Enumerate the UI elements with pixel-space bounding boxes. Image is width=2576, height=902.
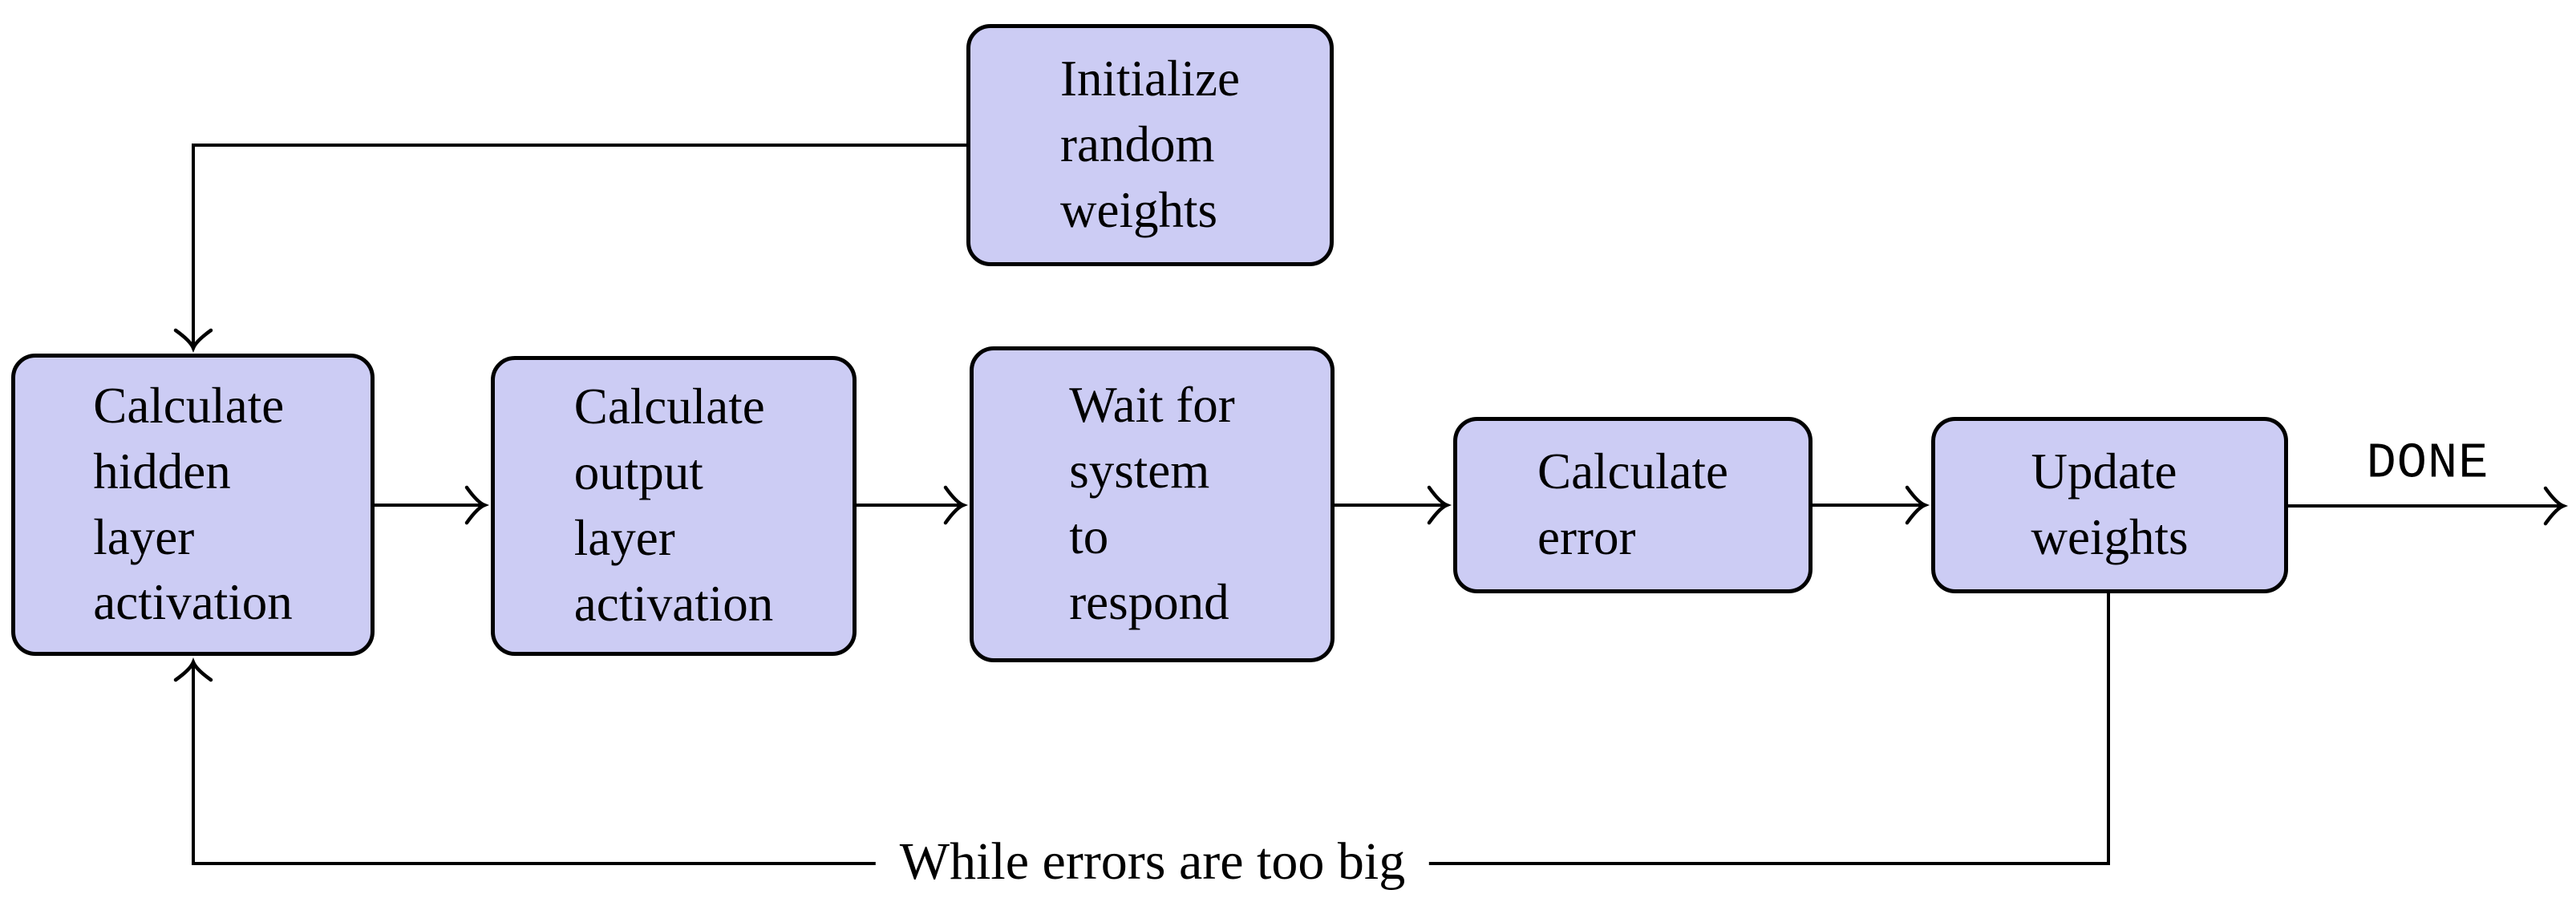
node-update-weights: Update weights [1931, 417, 2288, 593]
node-wait-for-system-to-respond: Wait for system to respond [970, 346, 1335, 662]
node-label: Update weights [2031, 443, 2189, 565]
node-label: Wait for system to respond [1069, 377, 1235, 630]
node-label: Initialize random weights [1060, 51, 1240, 238]
edge-label-while-errors-too-big: While errors are too big [875, 831, 1430, 892]
edge-init-to-hidden [173, 144, 970, 354]
node-calculate-hidden-layer-activation: Calculate hidden layer activation [11, 354, 375, 656]
node-calculate-output-layer-activation: Calculate output layer activation [491, 356, 857, 656]
node-calculate-error: Calculate error [1453, 417, 1813, 593]
node-initialize-random-weights: Initialize random weights [966, 24, 1334, 266]
node-label: Calculate output layer activation [573, 378, 774, 632]
node-label: Calculate hidden layer activation [93, 377, 293, 631]
edge-label-done: DONE [2366, 435, 2489, 492]
node-label: Calculate error [1537, 443, 1728, 565]
